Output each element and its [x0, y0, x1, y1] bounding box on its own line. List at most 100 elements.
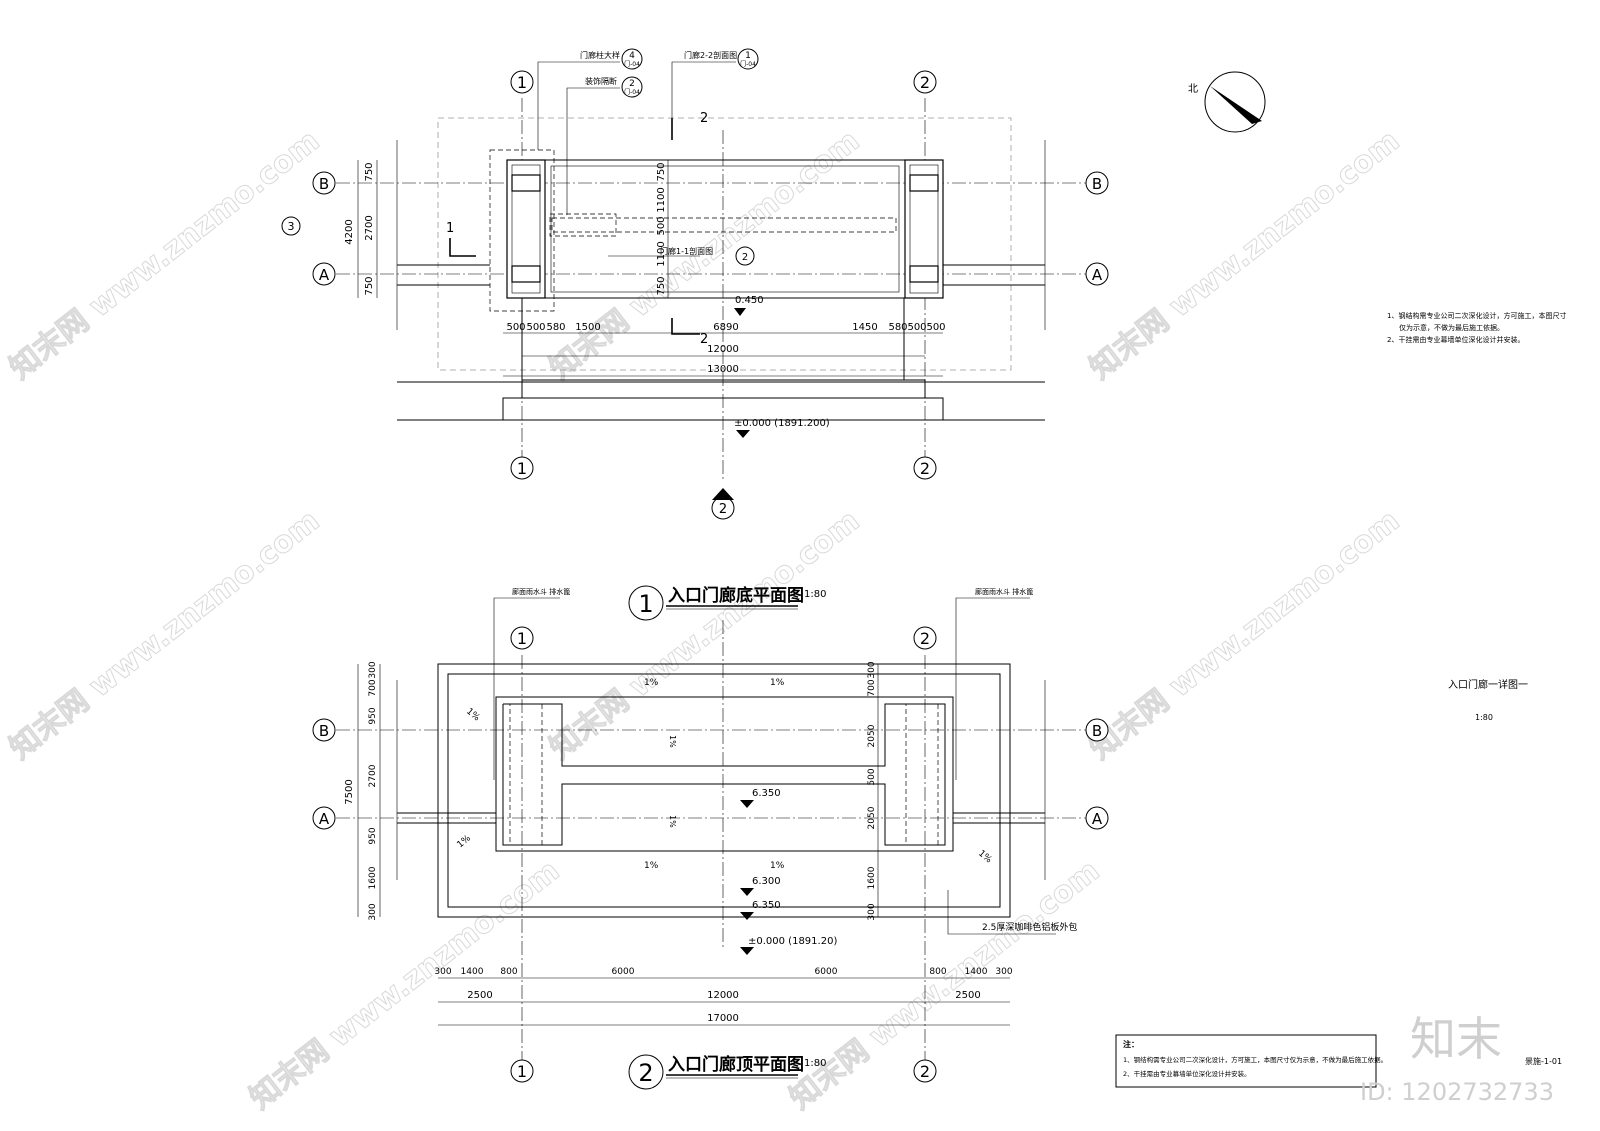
grid-bubble-1-top	[510, 626, 534, 650]
callout-deco-num: 2	[629, 79, 635, 89]
slope-label: 1%	[770, 678, 785, 688]
sheet-scale: 1:80	[1475, 713, 1493, 722]
dim-12000: 12000	[707, 344, 739, 355]
dim-bottom-0: 500	[506, 322, 525, 333]
slope-label: 1%	[770, 861, 785, 871]
grid-label-1: 1	[517, 73, 527, 92]
callout-drain-right: 廊面雨水斗 排水篦	[975, 587, 1033, 596]
grid-bubble-1-top	[510, 70, 534, 94]
grid-label-b: B	[319, 175, 329, 193]
level-3: 6.350	[752, 900, 781, 911]
elevation-mark-num: 3	[288, 220, 295, 233]
dim-right-5: 1600	[867, 866, 877, 889]
slope-label: 1%	[668, 735, 677, 748]
grid-bubble-a-left	[312, 262, 336, 286]
drain-left	[509, 703, 543, 846]
callout-cladding: 2.5厚深咖啡色铝板外包	[982, 921, 1077, 933]
level-marker	[734, 308, 746, 316]
level-base: ±0.000 (1891.200)	[734, 418, 830, 429]
plan-2-roof: 1 2 1 2 B B A A 廊面雨水斗 排水篦 廊面雨水斗 排水篦 2.5厚…	[312, 587, 1109, 1090]
grid-bubble-2-top	[913, 70, 937, 94]
level-marker	[740, 800, 754, 808]
plan-2-title: 入口门廊顶平面图	[668, 1054, 804, 1075]
level-marker	[740, 888, 754, 896]
dim-bottom-2: 580	[546, 322, 565, 333]
dim-inner-0: 750	[656, 162, 667, 181]
column-right-cap-bottom	[909, 265, 939, 283]
dim-left-5: 1600	[368, 866, 378, 889]
sheet-number: 景施-1-01	[1525, 1056, 1562, 1066]
grid-label-1: 1	[517, 1062, 527, 1081]
grid-label-a: A	[319, 266, 330, 284]
dim-bottom-8: 500	[926, 322, 945, 333]
title-num-2: 2	[638, 1059, 653, 1087]
plan-1-floor: 1 2 1 2 B B A A 门廊柱大样 4 门-04 装饰隔断 2 门-04…	[281, 48, 1109, 621]
title-bubble-1	[628, 585, 664, 621]
roof-i-shape	[502, 703, 946, 846]
plan-1-title: 入口门廊底平面图	[668, 585, 804, 606]
dim-bottom2-2: 2500	[955, 990, 980, 1001]
dim-left-3: 2700	[368, 764, 378, 787]
dim-bottom2-1: 12000	[707, 990, 739, 1001]
dim-right-3: 500	[867, 768, 877, 785]
callout-drain-left: 廊面雨水斗 排水篦	[512, 587, 570, 596]
callout-sheet-ref: 门-04	[624, 88, 640, 96]
beam	[551, 217, 897, 233]
dim-bottom-1: 1400	[461, 967, 484, 977]
callout-sheet-ref: 门-04	[740, 60, 756, 68]
dim-left-total: 7500	[344, 779, 355, 804]
grid-label-1: 1	[517, 629, 527, 648]
dim-bottom-5: 1450	[852, 322, 877, 333]
dim-13000: 13000	[707, 364, 739, 375]
dim-bottom-7: 300	[995, 967, 1012, 977]
callout-section11-num: 2	[742, 252, 748, 263]
callout-bubble-section11	[735, 246, 755, 266]
dim-bottom-4: 6890	[713, 322, 738, 333]
note-line: 1、钢结构需专业公司二次深化设计，方可施工，本图尺寸仅为示意，不做为最后施工依据…	[1123, 1055, 1387, 1064]
level-marker	[740, 947, 754, 955]
grid-bubble-a-left	[312, 806, 336, 830]
watermark-text: 知末网 www.znzmo.com	[3, 503, 326, 766]
dim-bottom2-0: 2500	[467, 990, 492, 1001]
dim-left-2: 750	[364, 276, 375, 295]
dim-inner-4: 750	[656, 276, 667, 295]
callout-section-11: 门廊1-1剖面图	[660, 246, 713, 256]
grid-bubble-2-bottom	[913, 456, 937, 480]
notes-head: 注：	[1123, 1039, 1139, 1049]
dim-right-1: 700	[867, 679, 877, 696]
dim-bottom-6: 1400	[965, 967, 988, 977]
elevation-mark-left	[281, 216, 301, 236]
north-label: 北	[1188, 83, 1198, 95]
dim-left-total: 4200	[344, 219, 355, 244]
level-marker	[736, 430, 750, 438]
dim-left-2: 950	[368, 707, 378, 724]
slope-label: 1%	[668, 815, 677, 828]
elevation-arrow	[712, 488, 734, 500]
platform-step	[521, 379, 926, 399]
slope-label: 1%	[976, 849, 994, 866]
leader-section22	[671, 61, 736, 140]
slope-label: 1%	[644, 861, 659, 871]
grid-bubble-a-right	[1085, 262, 1109, 286]
section-mark-2-bottom	[671, 318, 700, 335]
north-arrow: 北	[1188, 71, 1266, 133]
section-mark-label: 1	[446, 221, 454, 236]
grid-bubble-b-left	[312, 718, 336, 742]
section-mark-label: 2	[700, 332, 708, 347]
dim-inner-3: 1100	[656, 241, 667, 266]
brand-logo-text: 知末	[1410, 1012, 1502, 1066]
roof-outer-inner	[447, 673, 1001, 908]
dim-left-6: 300	[368, 903, 378, 920]
sheet-title: 入口门廊一详图一	[1448, 678, 1528, 691]
grid-label-2: 2	[920, 1062, 930, 1081]
dim-bottom-2: 800	[500, 967, 517, 977]
dim-17000: 17000	[707, 1013, 739, 1024]
north-needle	[1210, 86, 1262, 124]
dim-right-6: 300	[867, 903, 877, 920]
section-mark-label: 2	[700, 111, 708, 126]
watermark-text: 知末网 www.znzmo.com	[783, 853, 1106, 1116]
slope-label: 1%	[644, 678, 659, 688]
grid-label-a: A	[319, 810, 330, 828]
dim-inner-2: 500	[656, 216, 667, 235]
